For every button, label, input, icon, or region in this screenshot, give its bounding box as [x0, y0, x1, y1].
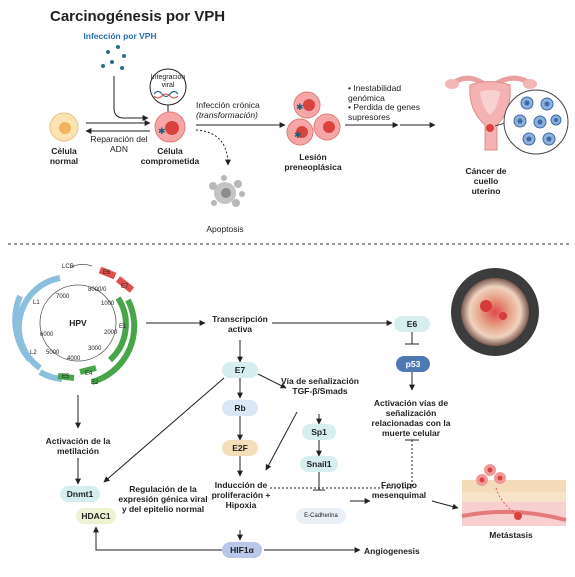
genome-pos-4000: 4000	[67, 356, 81, 362]
genome-pos-0: 8000/0	[88, 287, 107, 293]
gene-e1: E1	[119, 324, 127, 330]
ecadherin-node: E-Cadherina	[296, 508, 346, 524]
normal-cell	[49, 112, 79, 142]
gene-e6: E6	[103, 270, 111, 276]
lcr-label: LCR	[62, 264, 75, 270]
svg-text:✱: ✱	[158, 126, 166, 136]
p53-activation-label: Activación vías de señalización relacion…	[371, 398, 451, 438]
chronic-infection-label: Infección crónica	[196, 100, 260, 110]
cervical-cancer-label: Cáncer de cuello uterino	[465, 166, 507, 196]
sp1-node: Sp1	[302, 424, 336, 440]
metastasis-illustration	[461, 464, 567, 526]
genome-pos-7000: 7000	[56, 294, 70, 300]
hpv-center-label: HPV	[69, 318, 87, 328]
tgf-pathway-label: Vía de señalización TGF-β/Smads	[281, 376, 359, 396]
gene-e5: E5	[62, 374, 70, 380]
hdac1-node: HDAC1	[76, 508, 116, 524]
suppressor-loss-label: • Perdida de genes supresores	[348, 102, 420, 122]
genome-pos-6000: 6000	[40, 332, 54, 338]
hif1a-node: HIF1α	[222, 542, 262, 558]
gene-l2: L2	[30, 350, 37, 356]
gene-e7: E7	[121, 284, 129, 290]
gene-e2: E2	[91, 380, 99, 386]
hpv-genome	[12, 264, 138, 385]
arrow-apoptosis	[195, 129, 231, 166]
preneoplastic-label: Lesión preneoplásica	[284, 152, 342, 172]
tumor-image	[451, 268, 539, 356]
rb-node: Rb	[222, 400, 258, 416]
gene-e4: E4	[85, 371, 93, 377]
uterus-illustration	[445, 75, 537, 151]
e2f-node: E2F	[222, 440, 258, 456]
mesenchymal-label: Fenotipo mesenquimal	[371, 480, 427, 500]
genome-pos-1000: 1000	[101, 301, 115, 307]
e6-node: E6	[394, 316, 430, 332]
apoptotic-cell	[209, 175, 245, 207]
dnmt1-node: Dnmt1	[60, 486, 100, 502]
genome-pos-2000: 2000	[104, 330, 118, 336]
integration-viral-circle	[149, 68, 187, 112]
compromised-cell: ✱	[154, 111, 186, 143]
compromised-cell-label: Célula comprometida	[140, 146, 200, 166]
metastasis-label: Metástasis	[489, 530, 533, 540]
arrow-infection	[113, 76, 149, 121]
gene-l1: L1	[33, 300, 40, 306]
svg-text:✱: ✱	[296, 102, 304, 112]
virus-particles	[101, 45, 126, 70]
normal-cell-label: Célula normal	[49, 146, 79, 166]
preneoplastic-lesion: ✱ ✱	[286, 91, 341, 146]
transformation-label: (transformación)	[196, 110, 258, 120]
svg-text:✱: ✱	[294, 130, 302, 140]
page-title: Carcinogénesis por VPH	[50, 8, 226, 25]
integration-label: Integración viral	[150, 74, 186, 89]
genome-pos-3000: 3000	[88, 346, 102, 352]
cancer-cells-circle	[503, 89, 569, 155]
snail1-node: Snail1	[300, 456, 338, 472]
dna-repair-label: Reparación del ADN	[90, 134, 148, 154]
e7-node: E7	[222, 362, 258, 378]
methylation-label: Activación de la metilación	[45, 436, 111, 456]
infection-label: Infección por VPH	[83, 31, 157, 41]
apoptosis-label: Apoptosis	[206, 224, 244, 234]
genome-pos-5000: 5000	[46, 350, 60, 356]
transcription-label: Transcripción activa	[212, 314, 268, 334]
proliferation-label: Inducción de proliferación + Hipoxia	[211, 480, 271, 510]
p53-node: p53	[396, 356, 430, 372]
genomic-instability-label: • Inestabilidad genómica	[348, 83, 402, 103]
angiogenesis-label: Angiogenesis	[364, 546, 420, 556]
regulation-label: Regulación de la expresión génica viral …	[118, 484, 208, 514]
